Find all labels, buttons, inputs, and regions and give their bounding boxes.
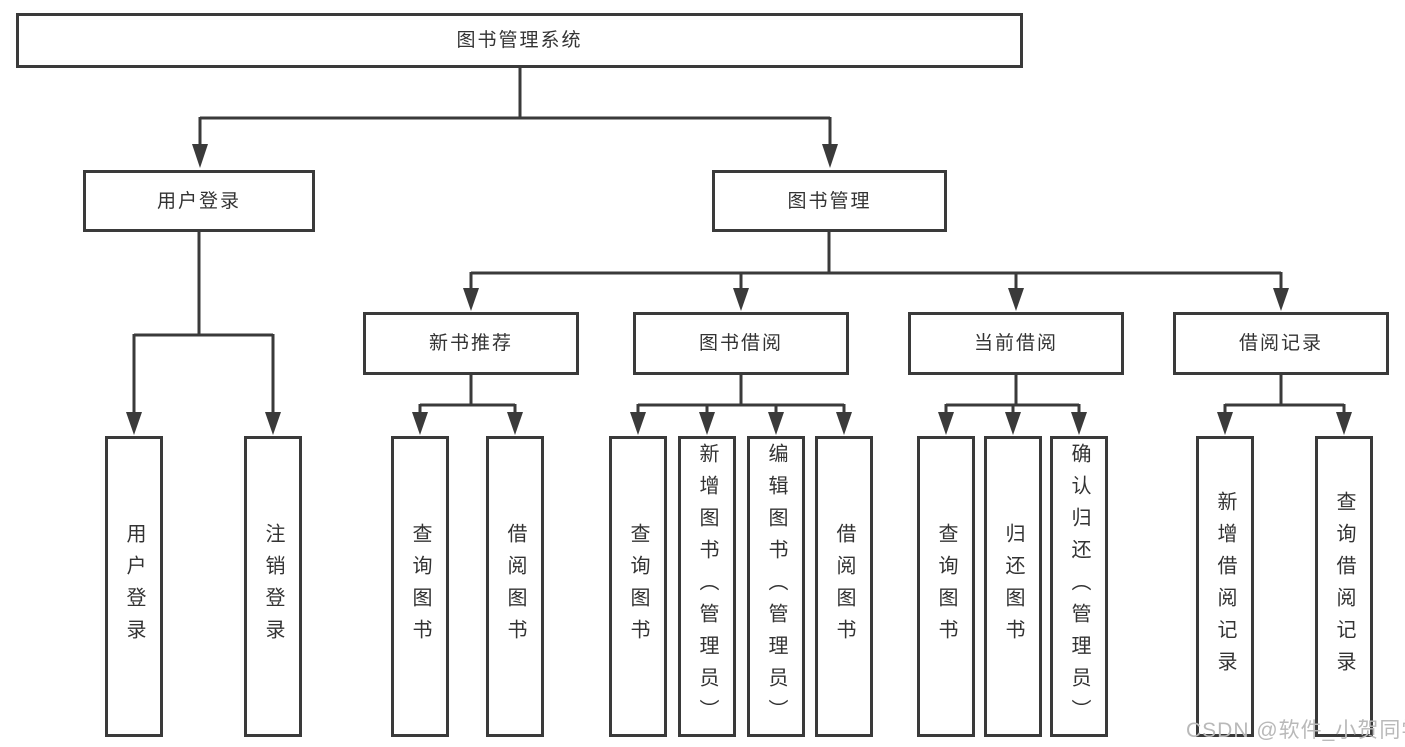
leaf-confirm-return-admin: 确认归还（管理员） (1050, 436, 1108, 737)
node-label: 新增图书（管理员） (696, 442, 718, 731)
node-label: 借阅记录 (1238, 333, 1323, 354)
arrowheads (126, 144, 1352, 435)
node-label: 图书借阅 (698, 333, 783, 354)
leaf-add-books-admin: 新增图书（管理员） (678, 436, 736, 737)
node-label: 用户登录 (156, 190, 241, 212)
node-borrowing-records: 借阅记录 (1173, 312, 1389, 375)
node-label: 当前借阅 (973, 333, 1058, 354)
leaf-query-books-current: 查询图书 (917, 436, 975, 737)
node-label: 查询图书 (935, 522, 957, 651)
leaf-query-books-borrow: 查询图书 (609, 436, 667, 737)
node-label: 注销登录 (262, 522, 284, 651)
leaf-user-login: 用户登录 (105, 436, 163, 737)
node-label: 图书管理系统 (456, 30, 583, 51)
leaf-query-books-recommend: 查询图书 (391, 436, 449, 737)
leaf-return-books: 归还图书 (984, 436, 1042, 737)
node-current-borrowing: 当前借阅 (908, 312, 1124, 375)
leaf-add-borrow-record: 新增借阅记录 (1196, 436, 1254, 737)
node-book-borrowing: 图书借阅 (633, 312, 849, 375)
node-label: 图书管理 (787, 190, 872, 212)
node-label: 查询图书 (627, 522, 649, 651)
leaf-borrow-books-recommend: 借阅图书 (486, 436, 544, 737)
node-label: 查询图书 (409, 522, 431, 651)
node-label: 新书推荐 (428, 333, 513, 354)
leaf-edit-books-admin: 编辑图书（管理员） (747, 436, 805, 737)
node-label: 新增借阅记录 (1214, 490, 1236, 683)
node-label: 查询借阅记录 (1333, 490, 1355, 683)
leaf-query-borrow-record: 查询借阅记录 (1315, 436, 1373, 737)
node-label: 用户登录 (123, 522, 145, 651)
watermark: CSDN @软件_小贺同学 (1186, 719, 1405, 742)
node-library-system: 图书管理系统 (16, 13, 1023, 68)
leaf-borrow-books: 借阅图书 (815, 436, 873, 737)
node-label: 借阅图书 (504, 522, 526, 651)
node-label: 借阅图书 (833, 522, 855, 651)
node-user-login: 用户登录 (83, 170, 315, 232)
node-label: 编辑图书（管理员） (765, 442, 787, 731)
node-label: 归还图书 (1002, 522, 1024, 651)
node-label: 确认归还（管理员） (1068, 442, 1090, 731)
leaf-logout: 注销登录 (244, 436, 302, 737)
node-book-management: 图书管理 (712, 170, 947, 232)
node-new-book-recommend: 新书推荐 (363, 312, 579, 375)
